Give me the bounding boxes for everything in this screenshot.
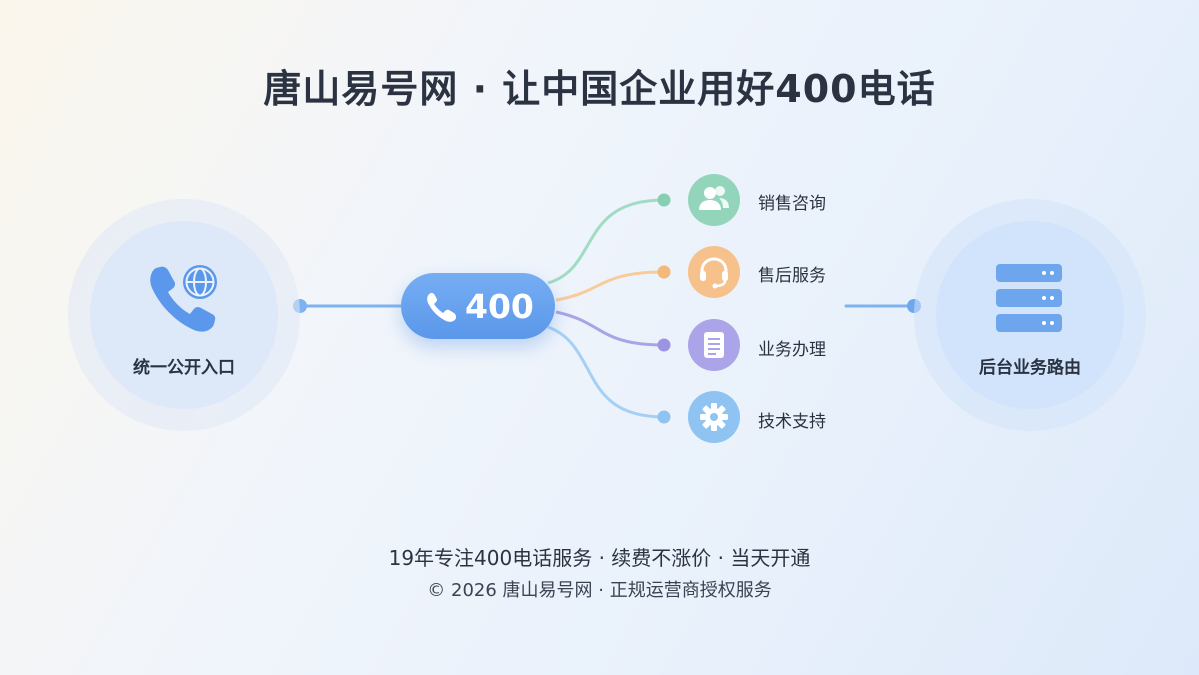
branch-aftersales bbox=[555, 270, 665, 302]
branch-business bbox=[555, 310, 665, 347]
phone-icon bbox=[427, 292, 456, 322]
hub-400-node: 400 bbox=[401, 273, 555, 339]
branch-sales-dot bbox=[657, 193, 671, 207]
page-title: 唐山易号网 · 让中国企业用好400电话 bbox=[263, 67, 936, 111]
branch-aftersales-dot bbox=[657, 265, 671, 279]
branch-sales bbox=[547, 198, 665, 285]
svc-aftersales-icon-bg bbox=[688, 246, 740, 298]
server-icon bbox=[996, 264, 1062, 332]
svc-business-label: 业务办理 bbox=[758, 340, 826, 360]
backend-node-label: 后台业务路由 bbox=[979, 358, 1081, 378]
svc-sales-label: 销售咨询 bbox=[758, 194, 826, 214]
branch-tech-dot bbox=[657, 410, 671, 424]
svc-aftersales-label: 售后服务 bbox=[758, 266, 826, 286]
phone-globe-icon bbox=[150, 265, 217, 332]
branch-business-dot bbox=[657, 338, 671, 352]
footer-copyright: © 2026 唐山易号网 · 正规运营商授权服务 bbox=[427, 580, 772, 601]
hub-label: 400 bbox=[465, 287, 534, 326]
footer-tagline: 19年专注400电话服务 · 续费不涨价 · 当天开通 bbox=[388, 546, 811, 570]
branch-tech bbox=[547, 325, 665, 419]
gear-icon bbox=[700, 403, 728, 431]
entry-node-label: 统一公开入口 bbox=[133, 358, 235, 378]
svc-tech-label: 技术支持 bbox=[758, 412, 826, 432]
svc-sales-icon-bg bbox=[688, 174, 740, 226]
users-icon bbox=[699, 186, 729, 210]
svc-tech-icon-bg bbox=[688, 391, 740, 443]
headset-icon bbox=[700, 257, 728, 289]
svc-business-icon-bg bbox=[688, 319, 740, 371]
document-icon bbox=[704, 332, 724, 358]
